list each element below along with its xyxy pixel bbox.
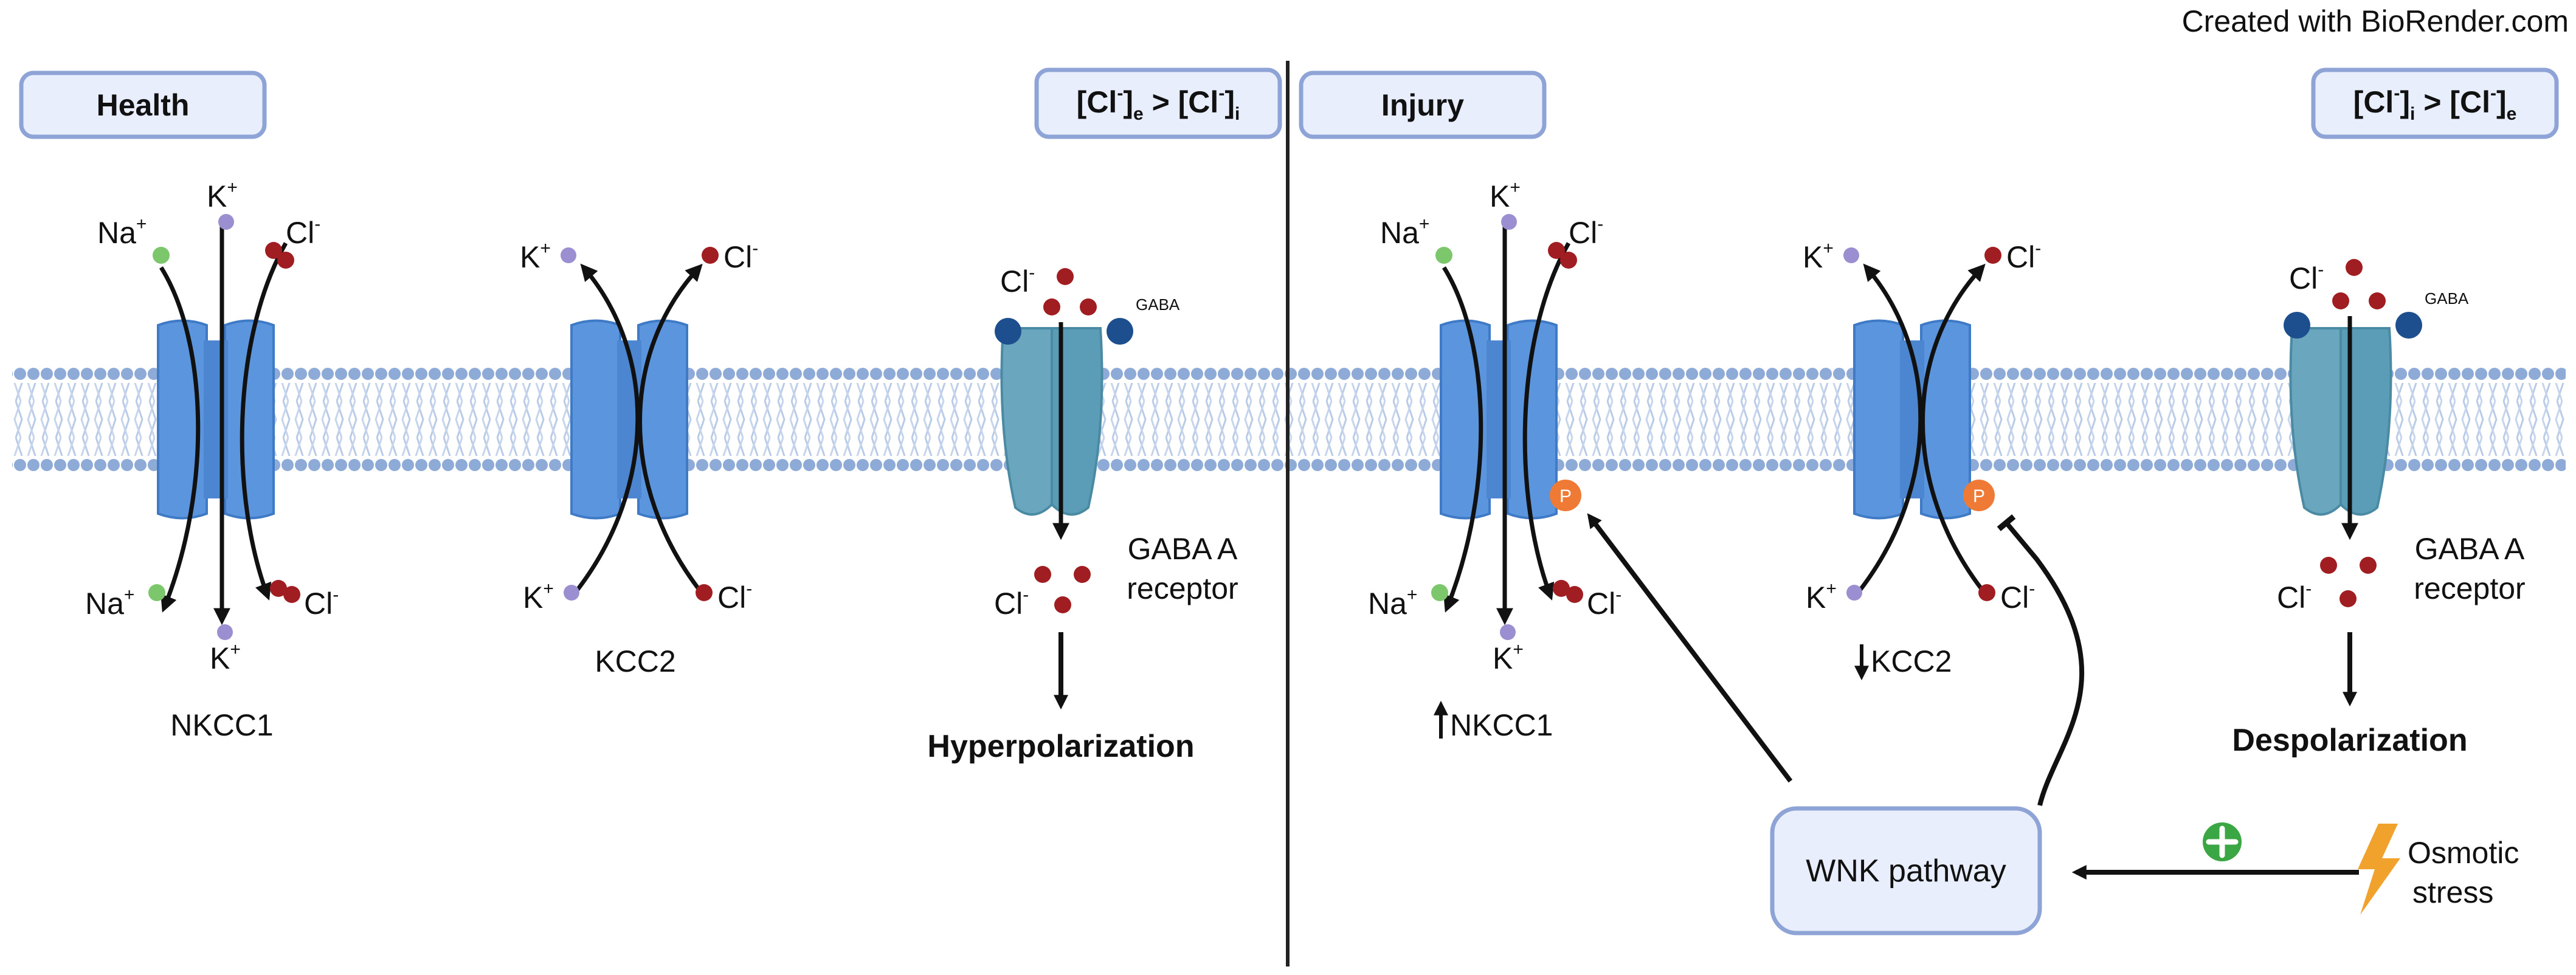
injury-kcc2-label: KCC2: [1871, 644, 1952, 678]
health-nkcc1-ions: Na+ K+ Cl- Na+ K+ Cl-: [85, 177, 339, 675]
svg-text:K+: K+: [1806, 579, 1837, 615]
stress-label-1: Osmotic: [2408, 836, 2519, 870]
svg-text:Cl-: Cl-: [723, 238, 758, 274]
health-gaba-ions: Cl- GABA Cl-: [994, 263, 1180, 621]
health-kcc2-label: KCC2: [595, 644, 675, 678]
health-gaba-label-2: receptor: [1127, 571, 1238, 605]
injury-nkcc1-transporter: [1440, 222, 1571, 625]
injury-label: Injury: [1381, 88, 1464, 122]
credit-text: Created with BioRender.com: [2182, 4, 2569, 38]
svg-text:P: P: [1559, 486, 1572, 506]
injury-kcc2-phospho: P: [1963, 480, 1995, 511]
health-concentration-box: [Cl-]e > [Cl-]i: [1034, 67, 1282, 139]
health-label-box: Health: [19, 71, 267, 139]
svg-text:Cl-: Cl-: [2277, 579, 2312, 615]
svg-text:K+: K+: [1493, 639, 1524, 675]
svg-text:Cl-: Cl-: [304, 585, 339, 621]
svg-text:P: P: [1973, 486, 1985, 506]
svg-text:Na+: Na+: [85, 585, 134, 621]
svg-text:Cl-: Cl-: [1587, 585, 1621, 621]
injury-outcome: Despolarization: [2232, 723, 2467, 758]
injury-kcc2-ions: K+ Cl- K+ Cl-: [1803, 238, 2041, 615]
wnk-pathway-box: WNK pathway: [1770, 806, 2042, 935]
svg-text:Cl-: Cl-: [2000, 579, 2035, 615]
svg-text:GABA: GABA: [2425, 289, 2469, 308]
health-concentration-text: [Cl-]e > [Cl-]i: [1077, 83, 1240, 124]
svg-text:Cl-: Cl-: [1569, 214, 1603, 250]
injury-gaba-ions: Cl- GABA Cl-: [2277, 259, 2469, 615]
svg-text:K+: K+: [520, 238, 551, 274]
svg-text:Na+: Na+: [97, 214, 147, 250]
svg-text:K+: K+: [207, 177, 238, 213]
injury-label-box: Injury: [1299, 71, 1547, 139]
injury-gaba-receptor: [2284, 312, 2422, 540]
svg-text:K+: K+: [523, 579, 554, 615]
svg-text:K+: K+: [1803, 238, 1834, 274]
health-nkcc1-transporter: [157, 222, 288, 625]
stress-label-2: stress: [2412, 875, 2493, 909]
injury-gaba-label-1: GABA A: [2415, 532, 2525, 566]
health-kcc2-transporter: [570, 263, 703, 591]
svg-text:Na+: Na+: [1380, 214, 1429, 250]
svg-text:Cl-: Cl-: [717, 579, 752, 615]
health-kcc2-ions: K+ Cl- K+ Cl-: [520, 238, 758, 615]
injury-nkcc1-label: NKCC1: [1450, 708, 1553, 742]
injury-concentration-box: [Cl-]i > [Cl-]e: [2311, 67, 2559, 139]
health-label: Health: [97, 88, 190, 122]
injury-concentration-text: [Cl-]i > [Cl-]e: [2353, 83, 2517, 124]
svg-text:Cl-: Cl-: [1000, 263, 1035, 298]
injury-nkcc1-phospho: P: [1550, 480, 1581, 511]
wnk-inhibits-kcc2-line: [1997, 514, 2084, 806]
health-gaba-receptor: [995, 318, 1133, 540]
health-gaba-label-1: GABA A: [1128, 532, 1238, 566]
wnk-to-nkcc1-arrow: [1587, 513, 1793, 783]
health-outcome: Hyperpolarization: [927, 729, 1194, 764]
health-nkcc1-label: NKCC1: [170, 708, 273, 742]
svg-text:Cl-: Cl-: [994, 585, 1029, 621]
svg-text:Cl-: Cl-: [2006, 238, 2041, 274]
svg-text:K+: K+: [1490, 177, 1521, 213]
svg-text:Cl-: Cl-: [2289, 260, 2324, 295]
injury-nkcc1-ions: Na+ K+ Cl- Na+ K+ Cl-: [1368, 177, 1621, 675]
lightning-bolt-icon: [2358, 824, 2400, 915]
svg-text:K+: K+: [210, 639, 241, 675]
svg-text:GABA: GABA: [1136, 295, 1180, 314]
injury-kcc2-transporter: [1853, 263, 1986, 591]
svg-text:Cl-: Cl-: [286, 214, 320, 250]
wnk-pathway-label: WNK pathway: [1806, 853, 2006, 889]
svg-text:Na+: Na+: [1368, 585, 1417, 621]
plus-circle-icon: [2203, 822, 2242, 861]
injury-gaba-label-2: receptor: [2414, 571, 2525, 605]
